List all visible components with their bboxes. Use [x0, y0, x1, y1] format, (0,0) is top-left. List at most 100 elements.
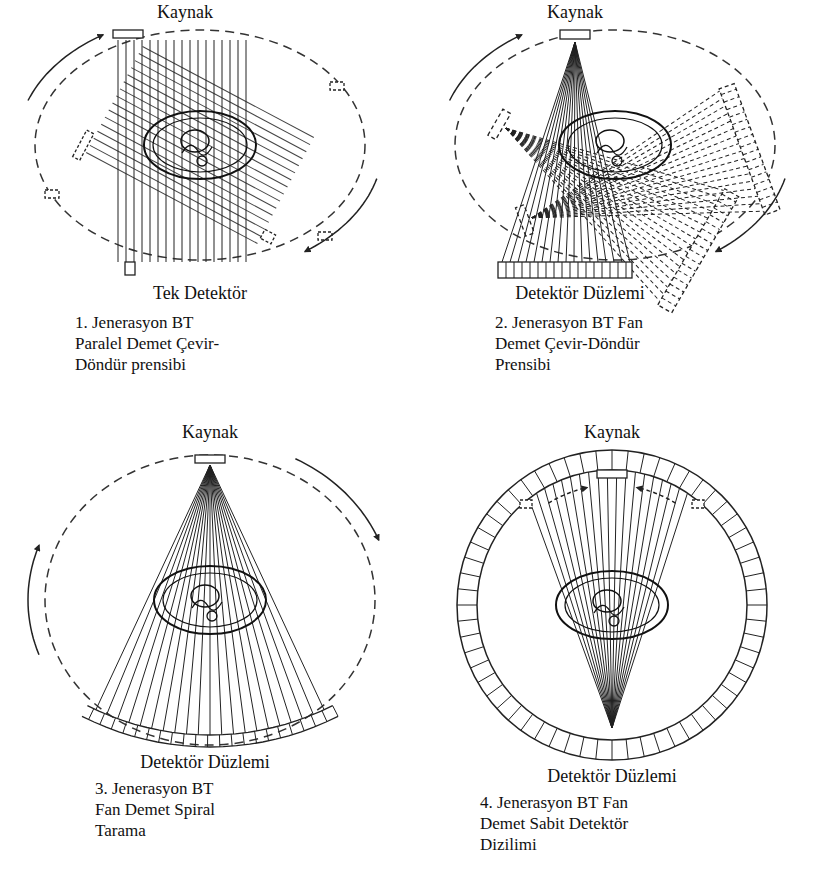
- beam-line: [718, 201, 732, 209]
- beam-line: [214, 40, 215, 262]
- beam-line: [596, 739, 598, 759]
- beam-line: [134, 40, 135, 262]
- beam-line: [186, 465, 210, 734]
- beam-line: [514, 262, 515, 278]
- beam-line: [129, 465, 210, 723]
- detector-arc: [82, 716, 338, 747]
- beam-line: [231, 734, 233, 746]
- beam-line: [158, 40, 159, 262]
- detector-array: [719, 84, 780, 215]
- part-label: Kaynak: [520, 2, 630, 23]
- part-label: Kaynak: [557, 422, 667, 443]
- beam-line: [575, 42, 606, 262]
- beam-line: [111, 718, 115, 729]
- beam-line: [89, 709, 94, 720]
- detector-ring: [457, 450, 767, 760]
- beam-line: [598, 471, 612, 728]
- beam-line: [118, 465, 210, 719]
- beam-line: [561, 480, 612, 728]
- beam-line: [530, 262, 531, 278]
- beam-line: [662, 298, 676, 306]
- source-tube: [692, 500, 704, 508]
- rotation-arrow: [450, 35, 522, 101]
- beam-line: [667, 463, 675, 481]
- generation-caption: 2. Jenerasyon BT Fan Demet Çevir-Döndür …: [495, 312, 645, 375]
- beam-line: [508, 705, 521, 720]
- beam-line: [749, 164, 764, 169]
- beam-line: [729, 112, 744, 117]
- beam-line: [210, 465, 291, 723]
- beam-line: [171, 732, 173, 744]
- beam-line: [210, 465, 222, 735]
- beam-line: [682, 263, 696, 271]
- beam-line: [465, 647, 484, 653]
- organ: [182, 145, 212, 155]
- beam-line: [123, 722, 127, 733]
- beam-line: [746, 589, 766, 591]
- beam-line: [210, 465, 324, 710]
- beam-line: [521, 113, 738, 217]
- beam-line: [152, 465, 210, 729]
- beam-line: [497, 128, 696, 253]
- beam-line: [654, 733, 660, 752]
- beam-line: [678, 270, 692, 278]
- beam-line: [578, 262, 579, 278]
- beam-line: [680, 722, 690, 739]
- scan-orbit: [455, 30, 775, 260]
- scan-orbit: [45, 455, 375, 745]
- beam-line: [740, 142, 755, 147]
- rotation-arrow: [305, 179, 377, 252]
- beam-line: [538, 262, 539, 278]
- beam-line: [732, 119, 747, 124]
- panel-second-generation: [450, 30, 785, 313]
- beam-line: [743, 149, 758, 154]
- beam-line: [674, 277, 688, 285]
- part-label: Kaynak: [130, 2, 240, 23]
- beam-line: [127, 75, 298, 166]
- beam-line: [142, 40, 143, 262]
- part-label: Detektör Düzlemi: [110, 752, 300, 773]
- beam-line: [740, 557, 759, 563]
- beam-line: [575, 42, 630, 262]
- detector-ring: [477, 470, 747, 740]
- patient-body: [559, 111, 671, 179]
- detector-arc: [87, 706, 332, 735]
- beam-line: [147, 728, 150, 740]
- part-label: Kaynak: [155, 422, 265, 443]
- beam-line: [724, 97, 739, 102]
- body-inner: [565, 578, 659, 632]
- beam-line: [118, 40, 119, 262]
- source-tube: [560, 30, 590, 39]
- beam-line: [740, 647, 759, 653]
- beam-line: [535, 722, 545, 739]
- beam-line: [210, 465, 245, 733]
- rotation-arrow: [28, 545, 39, 654]
- beam-line: [497, 695, 512, 708]
- beam-line: [183, 734, 184, 746]
- organ: [192, 600, 222, 610]
- beam-line: [612, 484, 671, 728]
- beam-line: [580, 453, 584, 473]
- beam-line: [289, 723, 293, 734]
- body-inner: [163, 573, 257, 627]
- beam-line: [322, 711, 327, 722]
- source-tube: [45, 190, 59, 198]
- panel-first-generation: [28, 30, 377, 275]
- beam-line: [640, 453, 644, 473]
- beam-line: [626, 451, 628, 471]
- patient-body: [154, 566, 266, 634]
- beam-line: [594, 262, 595, 278]
- beam-line: [140, 465, 210, 726]
- beam-line: [721, 684, 737, 696]
- beam-line: [255, 731, 257, 743]
- beam-line: [506, 94, 716, 238]
- beam-line: [714, 208, 728, 216]
- spine: [197, 156, 207, 166]
- beam-line: [691, 714, 703, 730]
- rotated-fan: [457, 73, 739, 313]
- part-label: Tek Detektör: [115, 283, 285, 304]
- beam-line: [96, 465, 210, 710]
- body-outline: [556, 571, 668, 639]
- beam-line: [174, 40, 175, 262]
- beam-line: [460, 573, 480, 577]
